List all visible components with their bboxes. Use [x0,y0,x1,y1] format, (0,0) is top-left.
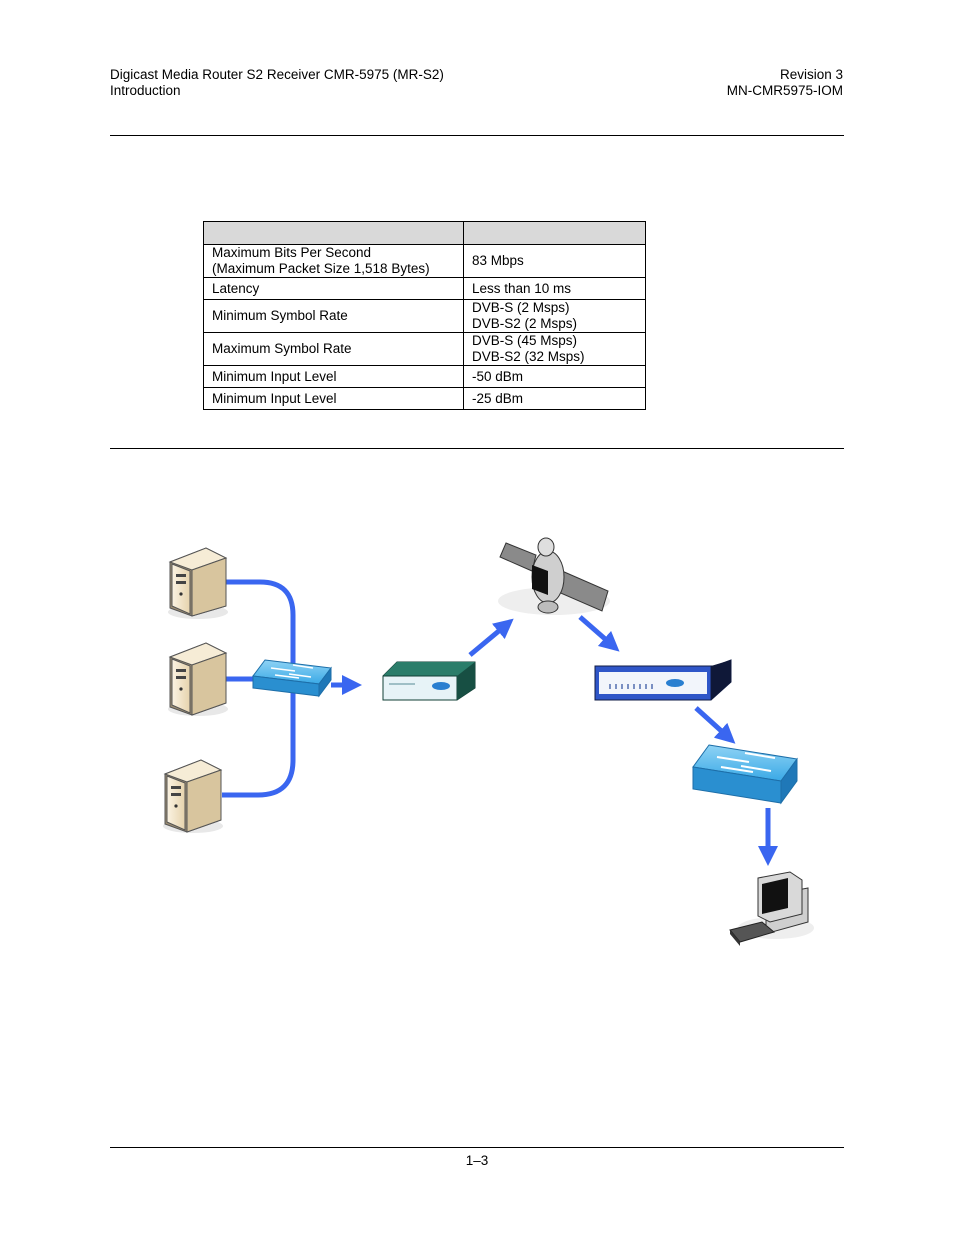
revision: Revision 3 [779,67,843,82]
cell-line: DVB-S2 (2 Msps) [472,316,578,331]
server-icon [163,759,223,833]
table-cell-value: -25 dBm [463,387,646,410]
media-router-icon [382,661,476,701]
document-title: Digicast Media Router S2 Receiver CMR-59… [110,67,444,82]
cell-line: -50 dBm [472,368,524,384]
cell-line: DVB-S (45 Msps) [472,333,578,348]
cell-line: Latency [212,280,260,296]
link-arrow [694,706,736,744]
satellite-icon [498,537,610,615]
cell-line: DVB-S (2 Msps) [472,300,570,315]
uplink-arrow [468,618,514,657]
table-cell-value: -50 dBm [463,365,646,388]
table-cell-value: Less than 10 ms [463,277,646,300]
downlink-arrow [578,615,620,652]
network-switch-icon [692,744,798,805]
table-header-cell [203,221,464,245]
footer-rule [110,1147,844,1148]
receiver-icon [594,659,732,701]
running-header-left: Digicast Media Router S2 Receiver CMR-59… [110,67,444,99]
cell-line: Minimum Input Level [212,390,337,406]
cell-line: DVB-S2 (32 Msps) [472,349,585,364]
table-cell-value: 83 Mbps [463,244,646,278]
cell-line: (Maximum Packet Size 1,518 Bytes) [212,261,430,276]
cell-line: Less than 10 ms [472,280,572,296]
cell-line: Minimum Input Level [212,368,337,384]
table-row: Maximum Bits Per Second (Maximum Packet … [203,244,646,278]
table-cell-parameter: Maximum Bits Per Second (Maximum Packet … [203,244,464,278]
cell-line: Maximum Bits Per Second [212,245,372,260]
computer-icon [729,871,814,946]
table-row: Maximum Symbol Rate DVB-S (45 Msps) DVB-… [203,332,646,366]
document-number: MN-CMR5975-IOM [726,83,843,98]
table-cell-parameter: Maximum Symbol Rate [203,332,464,366]
running-header-right: Revision 3 MN-CMR5975-IOM [727,67,843,99]
cell-line: 83 Mbps [472,253,524,268]
specifications-table: Maximum Bits Per Second (Maximum Packet … [203,221,646,410]
chapter-title: Introduction [110,83,181,98]
cell-line: -25 dBm [472,390,524,406]
table-row: Minimum Symbol Rate DVB-S (2 Msps) DVB-S… [203,299,646,333]
table-cell-parameter: Minimum Symbol Rate [203,299,464,333]
cell-line: Maximum Symbol Rate [212,341,352,356]
server-icon [168,547,228,619]
page-number: 1–3 [465,1153,489,1168]
table-cell-parameter: Minimum Input Level [203,387,464,410]
table-header-cell [463,221,646,245]
table-cell-value: DVB-S (45 Msps) DVB-S2 (32 Msps) [463,332,646,366]
section-rule [110,448,844,449]
table-header-row [203,221,646,245]
cell-line: Minimum Symbol Rate [212,308,348,323]
network-switch-icon [252,659,332,698]
table-cell-value: DVB-S (2 Msps) DVB-S2 (2 Msps) [463,299,646,333]
table-row: Minimum Input Level -25 dBm [203,387,646,410]
header-rule [110,135,844,136]
server-icon [168,642,228,716]
